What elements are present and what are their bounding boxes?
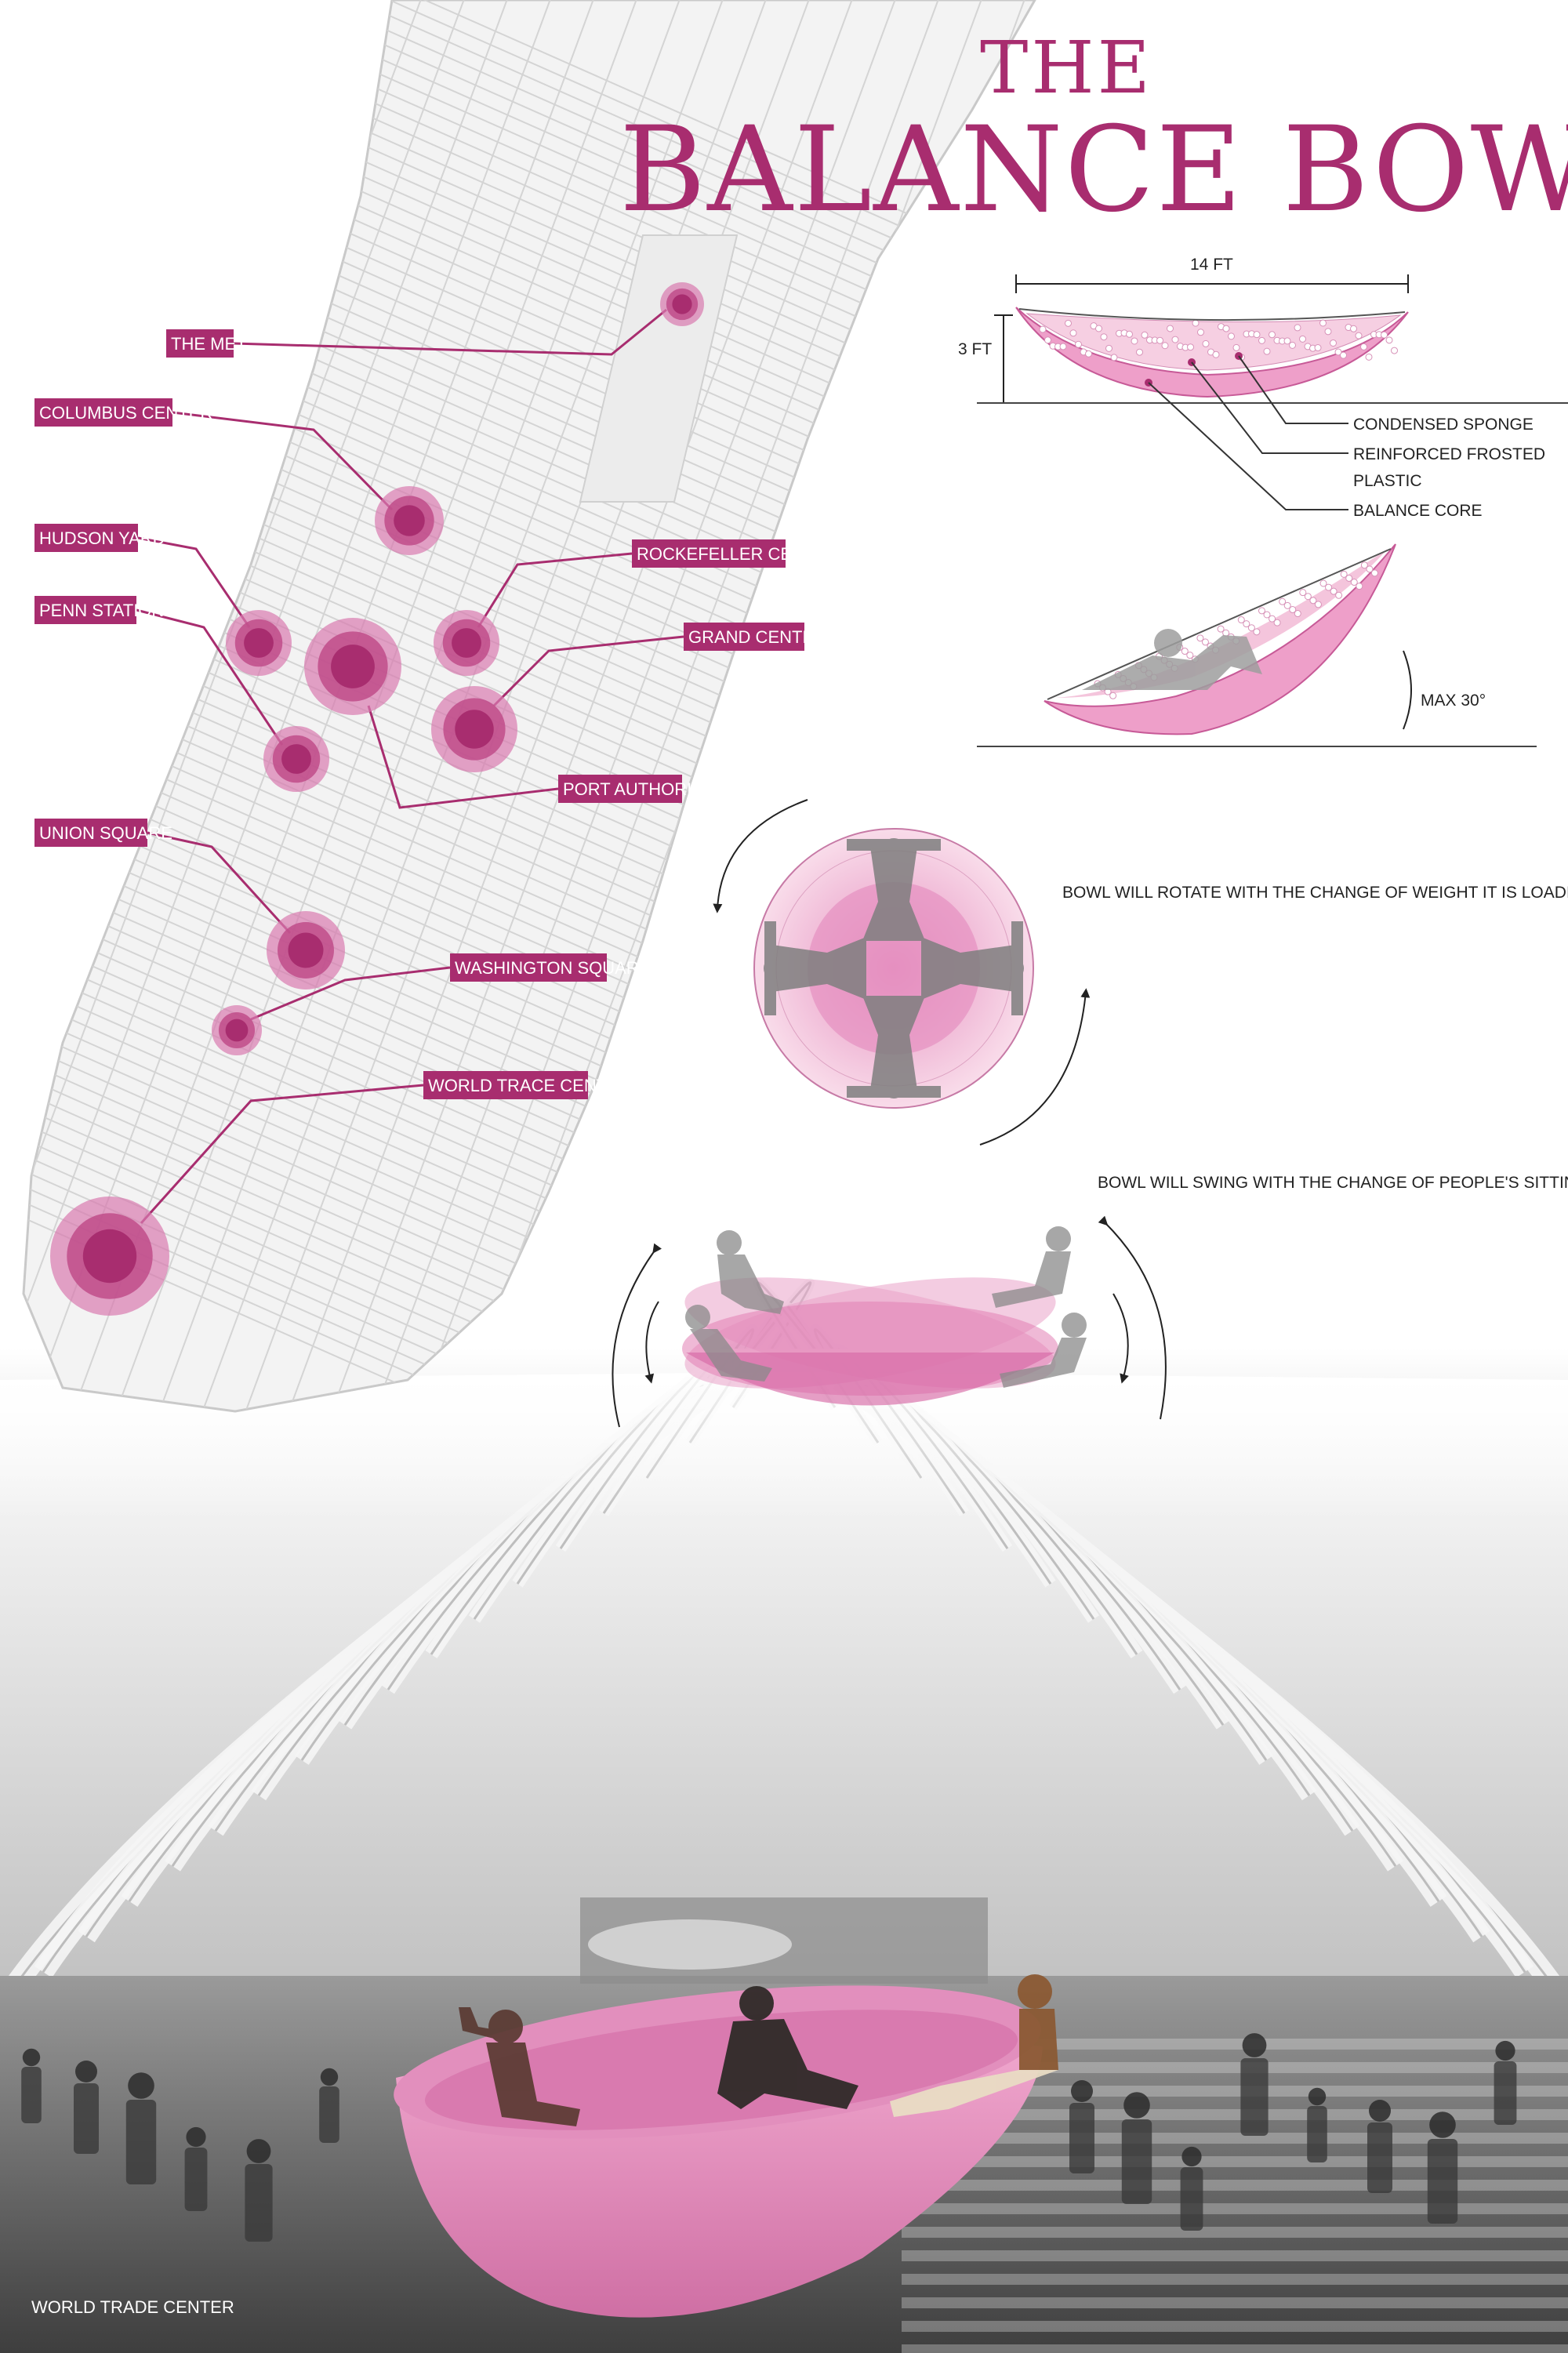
label-text: ROCKEFELLER CENTER	[637, 544, 839, 564]
label-rockefeller-center: ROCKEFELLER CENTER	[632, 539, 839, 568]
label-grand-central: GRAND CENTRAL	[684, 623, 836, 651]
label-text: PORT AUTHORITY	[563, 779, 714, 799]
title-line-2: BALANCE BOWL	[619, 102, 1568, 238]
label-world-trace-center: WORLD TRACE CENTER	[423, 1071, 631, 1099]
crowd	[21, 2033, 1517, 2242]
photo-caption: WORLD TRADE CENTER	[31, 2297, 234, 2317]
oculus-photo	[0, 1278, 1568, 2353]
layer-condensed-sponge: CONDENSED SPONGE	[1353, 416, 1534, 434]
label-columbus-center: COLUMBUS CENTER	[34, 398, 212, 427]
label-union-square: UNION SQUARE	[34, 819, 172, 847]
sponge-texture	[1039, 319, 1398, 361]
swing-people-left	[685, 1230, 784, 1382]
label-the-met: THE MET	[166, 329, 247, 358]
width-label: 14 FT	[1190, 256, 1233, 274]
swing-diagram: BOWL WILL SWING WITH THE CHANGE OF PEOPL…	[612, 1174, 1568, 1428]
label-port-authority: PORT AUTHORITY	[558, 775, 714, 803]
pink-bowl-photo	[394, 1974, 1058, 2318]
people-silhouettes	[764, 838, 1024, 1098]
location-markers	[50, 282, 704, 1316]
label-text: HUDSON YARD	[39, 528, 165, 548]
layer-balance-core: BALANCE CORE	[1353, 502, 1483, 520]
swing-note: BOWL WILL SWING WITH THE CHANGE OF PEOPL…	[1098, 1174, 1568, 1192]
label-hudson-yard: HUDSON YARD	[34, 524, 165, 552]
label-text: UNION SQUARE	[39, 823, 172, 843]
layer-plastic: PLASTIC	[1353, 472, 1422, 490]
height-label: 3 FT	[958, 340, 992, 358]
tilt-label: MAX 30°	[1421, 692, 1486, 710]
title-line-1: THE	[980, 26, 1153, 110]
rotation-diagram: BOWL WILL ROTATE WITH THE CHANGE OF WEIG…	[713, 799, 1568, 1146]
label-text: WORLD TRACE CENTER	[428, 1076, 631, 1095]
reclining-person-icon	[1082, 629, 1262, 690]
floor-stripes	[902, 2039, 1568, 2353]
swing-people-right	[992, 1226, 1087, 1388]
tilt-diagram: MAX 30°	[977, 543, 1537, 747]
label-text: GRAND CENTRAL	[688, 627, 836, 647]
label-text: COLUMBUS CENTER	[39, 403, 212, 423]
label-penn-station: PENN STATION	[34, 596, 164, 624]
label-text: THE MET	[171, 334, 247, 354]
label-text: PENN STATION	[39, 601, 164, 620]
section-diagram: 14 FT 3 FT CONDENSED SPONGE REINFORCED F…	[958, 256, 1568, 520]
label-washington-square: WASHINGTON SQUARE	[450, 953, 650, 982]
label-text: WASHINGTON SQUARE	[455, 958, 650, 978]
layer-reinforced-frosted: REINFORCED FROSTED	[1353, 445, 1545, 463]
location-labels: THE MET COLUMBUS CENTER HUDSON YARD PENN…	[34, 329, 839, 1099]
rotate-note: BOWL WILL ROTATE WITH THE CHANGE OF WEIG…	[1062, 884, 1568, 902]
